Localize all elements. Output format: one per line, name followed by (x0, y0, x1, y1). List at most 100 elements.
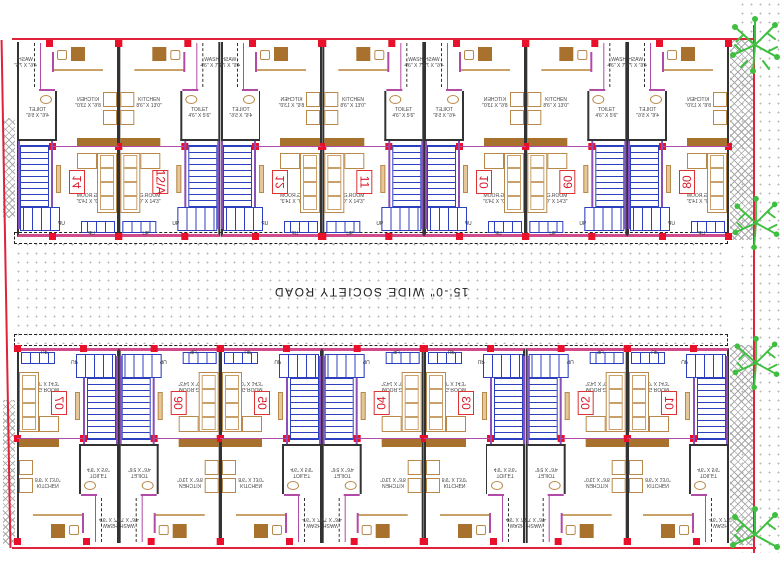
column-post (591, 40, 599, 47)
unit-number: 09 (559, 170, 576, 194)
kitchen-hob (457, 524, 472, 538)
toilet-wall (258, 91, 261, 141)
up-label: UP (566, 358, 574, 364)
column-post (557, 345, 565, 352)
kitchen-platform (561, 514, 612, 516)
room-partition (627, 438, 694, 439)
tv-unit (380, 165, 386, 193)
wash-wall (141, 496, 143, 542)
stair-landing (76, 354, 116, 378)
tv-unit (583, 165, 589, 193)
kitchen-hob (172, 524, 187, 538)
kitchen-platform (154, 514, 205, 516)
unit-14[interactable]: UP UP DRG.ROOM 10'0" X 14'3" 14 KITCHEN (14, 40, 122, 240)
entry-step (385, 352, 420, 364)
column-post (690, 345, 698, 352)
unit-02[interactable]: UP UP DRG.ROOM 10'0" X 14'3" 02 KITCHEN (522, 345, 631, 545)
wash-door (560, 513, 563, 533)
kitchen-label: KITCHEN 8'6" X 13'0" (278, 97, 305, 109)
unit-01[interactable]: UP UP DRG.ROOM 10'0" X 14'3" 01 KITCHEN (624, 345, 732, 545)
up-label: UP (172, 221, 180, 227)
sofa-end (140, 153, 161, 169)
toilet-wall (180, 139, 219, 141)
entry-step (182, 352, 217, 364)
column-post (725, 40, 732, 47)
unit-11[interactable]: UP UP DRG.ROOM 10'0" X 14'3" 11 KITCHEN (319, 40, 427, 240)
toilet-wall (665, 91, 667, 141)
kitchen-shelf (280, 138, 321, 146)
entry-step (529, 221, 564, 233)
kitchen-shelf (324, 138, 365, 146)
stair-enclosure (693, 356, 729, 444)
sofa-end (649, 416, 670, 432)
toilet-label: TOILET 4'6" X 5'6" (595, 107, 619, 119)
column-post (554, 538, 562, 545)
sofa (425, 372, 446, 432)
up-label: UP (668, 221, 675, 227)
toilet-wall (425, 139, 464, 141)
kitchen-cabinet (629, 460, 644, 475)
kitchen-platform (459, 69, 510, 71)
wc-icon (389, 95, 402, 104)
kitchen-label: KITCHEN 8'6" X 13'0" (35, 476, 61, 488)
toilet-door (589, 89, 606, 91)
kitchen-platform (134, 69, 185, 71)
tv-unit (157, 392, 163, 420)
column-post (318, 40, 326, 47)
unit-06[interactable]: UP UP DRG.ROOM 10'0" X 14'3" 06 KITCHEN (116, 345, 224, 545)
up-label: UP (549, 231, 557, 237)
unit-number: 05 (254, 391, 271, 415)
room-partition (118, 146, 185, 147)
tree-icon (730, 506, 780, 550)
up-label: UP (346, 231, 354, 237)
tv-unit (278, 392, 284, 420)
column-post (217, 538, 225, 545)
kitchen-cabinet (120, 92, 135, 107)
toilet-wall (18, 139, 57, 141)
up-label: UP (244, 348, 252, 354)
kitchen-sink (463, 50, 474, 60)
kitchen-hob (152, 47, 167, 61)
kitchen-cabinet (19, 460, 33, 475)
tree-icon (732, 195, 780, 251)
unit-10[interactable]: UP UP DRG.ROOM 10'0" X 14'3" 10 KITCHEN (421, 40, 529, 240)
staircase (493, 378, 523, 440)
tree-icon (732, 335, 780, 391)
kitchen-platform (439, 514, 490, 516)
column-post (624, 538, 632, 545)
column-post (350, 538, 358, 545)
wash-wall (95, 496, 96, 542)
tv-unit (462, 165, 468, 193)
kitchen-cabinet (509, 92, 524, 107)
up-label: UP (362, 358, 370, 364)
toilet-wall (563, 444, 566, 494)
unit-09[interactable]: UP UP DRG.ROOM 10'0" X 14'3" 09 KITCHEN (522, 40, 630, 240)
unit-number: 02 (577, 391, 594, 415)
entry-step (691, 221, 725, 233)
unit-12-a[interactable]: UP UP DRG.ROOM 10'0" X 14'3" 12/A KITCH (115, 40, 224, 240)
sofa-end (483, 153, 504, 169)
kitchen-label: KITCHEN 8'6" X 13'0" (75, 97, 101, 109)
kitchen-cabinet (407, 478, 422, 493)
kitchen-hob (254, 524, 269, 538)
unit-12[interactable]: UP UP DRG.ROOM 10'0" X 14'3" 12 KITCHEN (218, 40, 326, 240)
unit-03[interactable]: UP UP DRG.ROOM 10'0" X 14'3" 03 KITCHEN (420, 345, 529, 545)
kitchen-cabinet (102, 92, 117, 107)
wash-wall (548, 496, 550, 542)
kitchen-platform (33, 514, 83, 516)
kitchen-cabinet (120, 110, 135, 125)
wc-icon (694, 481, 707, 490)
kitchen-cabinet (713, 92, 727, 107)
unit-05[interactable]: UP UP DRG.ROOM 10'0" X 14'3" 05 KITCHEN (217, 345, 325, 545)
unit-08[interactable]: UP UP DRG.ROOM 10'0" X 14'3" 08 KITCHEN (624, 40, 732, 240)
stair-landing (121, 354, 162, 378)
stair-landing (426, 207, 467, 231)
unit-04[interactable]: UP UP DRG.ROOM 10'0" X 14'3" 04 KITCHEN (319, 345, 427, 545)
unit-07[interactable]: UP UP DRG.ROOM 10'0" X 14'3" 07 KITCHEN (14, 345, 122, 545)
unit-outline (220, 348, 323, 543)
unit-number: 01 (661, 391, 678, 415)
wash-label: WASH 4'6" X 7'6" (319, 516, 342, 528)
column-post (693, 538, 701, 545)
room-partition (663, 146, 729, 147)
kitchen-cabinet (324, 92, 339, 107)
